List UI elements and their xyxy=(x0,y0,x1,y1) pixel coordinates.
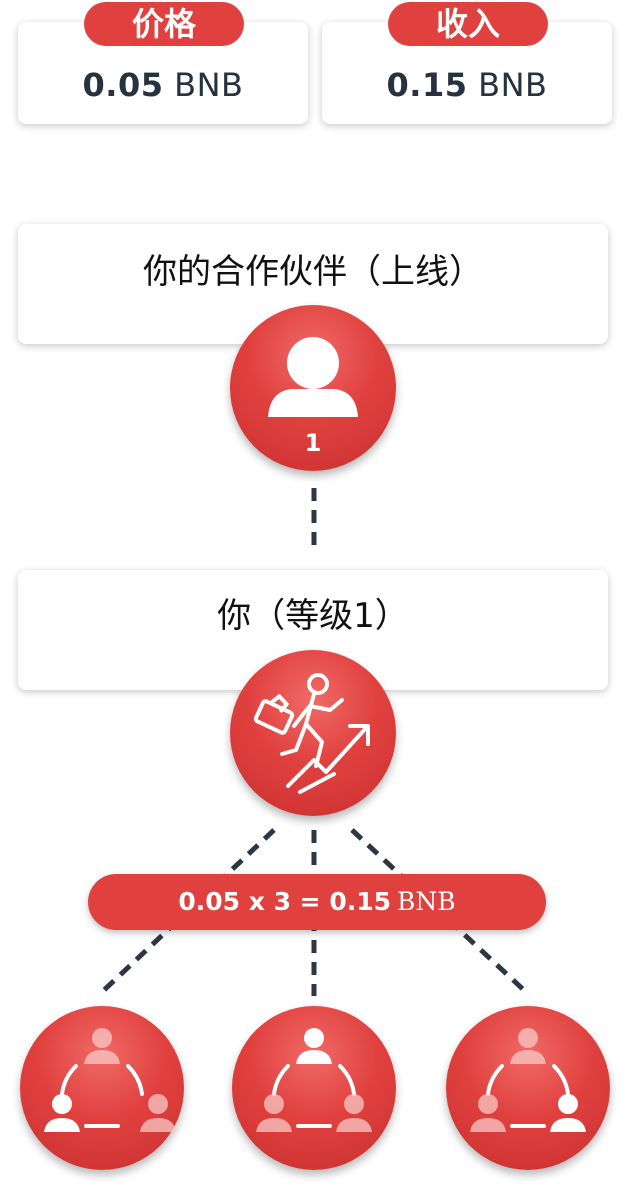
referral-1 xyxy=(20,1006,184,1170)
formula-text: 0.05 x 3 = 0.15 xyxy=(178,887,392,916)
person-icon xyxy=(268,337,358,417)
team-cycle-icon xyxy=(470,1028,586,1132)
income-value: 0.15 BNB xyxy=(386,66,548,104)
team-cycle-icon xyxy=(44,1028,176,1132)
referral-2 xyxy=(232,1006,396,1170)
price-label: 价格 xyxy=(84,2,244,46)
formula-unit: BNB xyxy=(397,887,456,916)
upline-card: 你的合作伙伴（上线） xyxy=(18,224,608,344)
referral-3 xyxy=(446,1006,610,1170)
climbing-businessman-icon xyxy=(253,673,370,794)
you-avatar xyxy=(230,650,396,816)
team-cycle-icon xyxy=(256,1028,372,1132)
income-label: 收入 xyxy=(388,2,548,46)
price-value: 0.05 BNB xyxy=(82,66,244,104)
upline-title: 你的合作伙伴（上线） xyxy=(143,252,483,292)
upline-avatar: 1 xyxy=(230,305,396,471)
upline-level: 1 xyxy=(304,429,322,457)
you-title: 你（等级1） xyxy=(217,596,409,636)
